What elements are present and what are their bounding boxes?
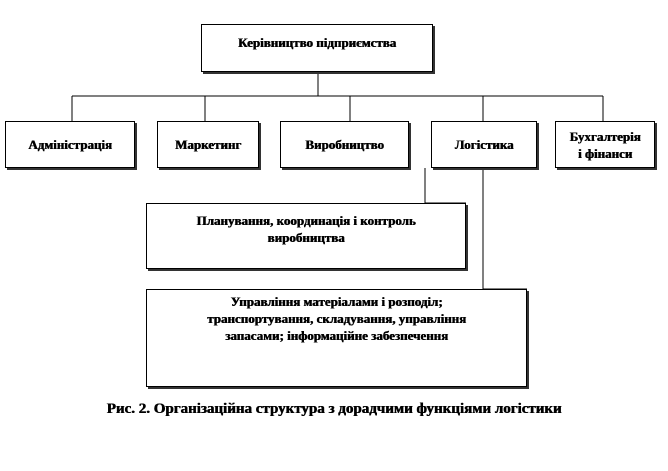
dept-box-administration: Адміністрація [5, 121, 135, 168]
dept-box-accounting: Бухгалтерія і фінанси [555, 121, 655, 168]
dept-box-production: Виробництво [280, 121, 409, 168]
dept-box-marketing: Маркетинг [157, 121, 259, 168]
dept-label: Бухгалтерія і фінанси [569, 128, 641, 161]
root-label: Керівництво підприємства [237, 35, 397, 50]
dept-label: Виробництво [305, 137, 384, 152]
dept-box-logistics: Логістика [431, 121, 537, 168]
dept-label: Логістика [454, 137, 514, 152]
subfunction-box-materials: Управління матеріалами і розподіл; транс… [146, 289, 527, 387]
dept-label: Адміністрація [28, 137, 112, 152]
subfunction-label: Планування, координація і контроль вироб… [196, 213, 416, 245]
subfunction-label: Управління матеріалами і розподіл; транс… [207, 294, 466, 343]
link-planning [424, 168, 466, 204]
figure-caption: Рис. 2. Організаційна структура з дорадч… [106, 401, 562, 417]
link-materials [482, 168, 527, 290]
dept-label: Маркетинг [174, 137, 242, 152]
subfunction-box-planning: Планування, координація і контроль вироб… [146, 203, 466, 269]
root-box: Керівництво підприємства [201, 24, 433, 72]
